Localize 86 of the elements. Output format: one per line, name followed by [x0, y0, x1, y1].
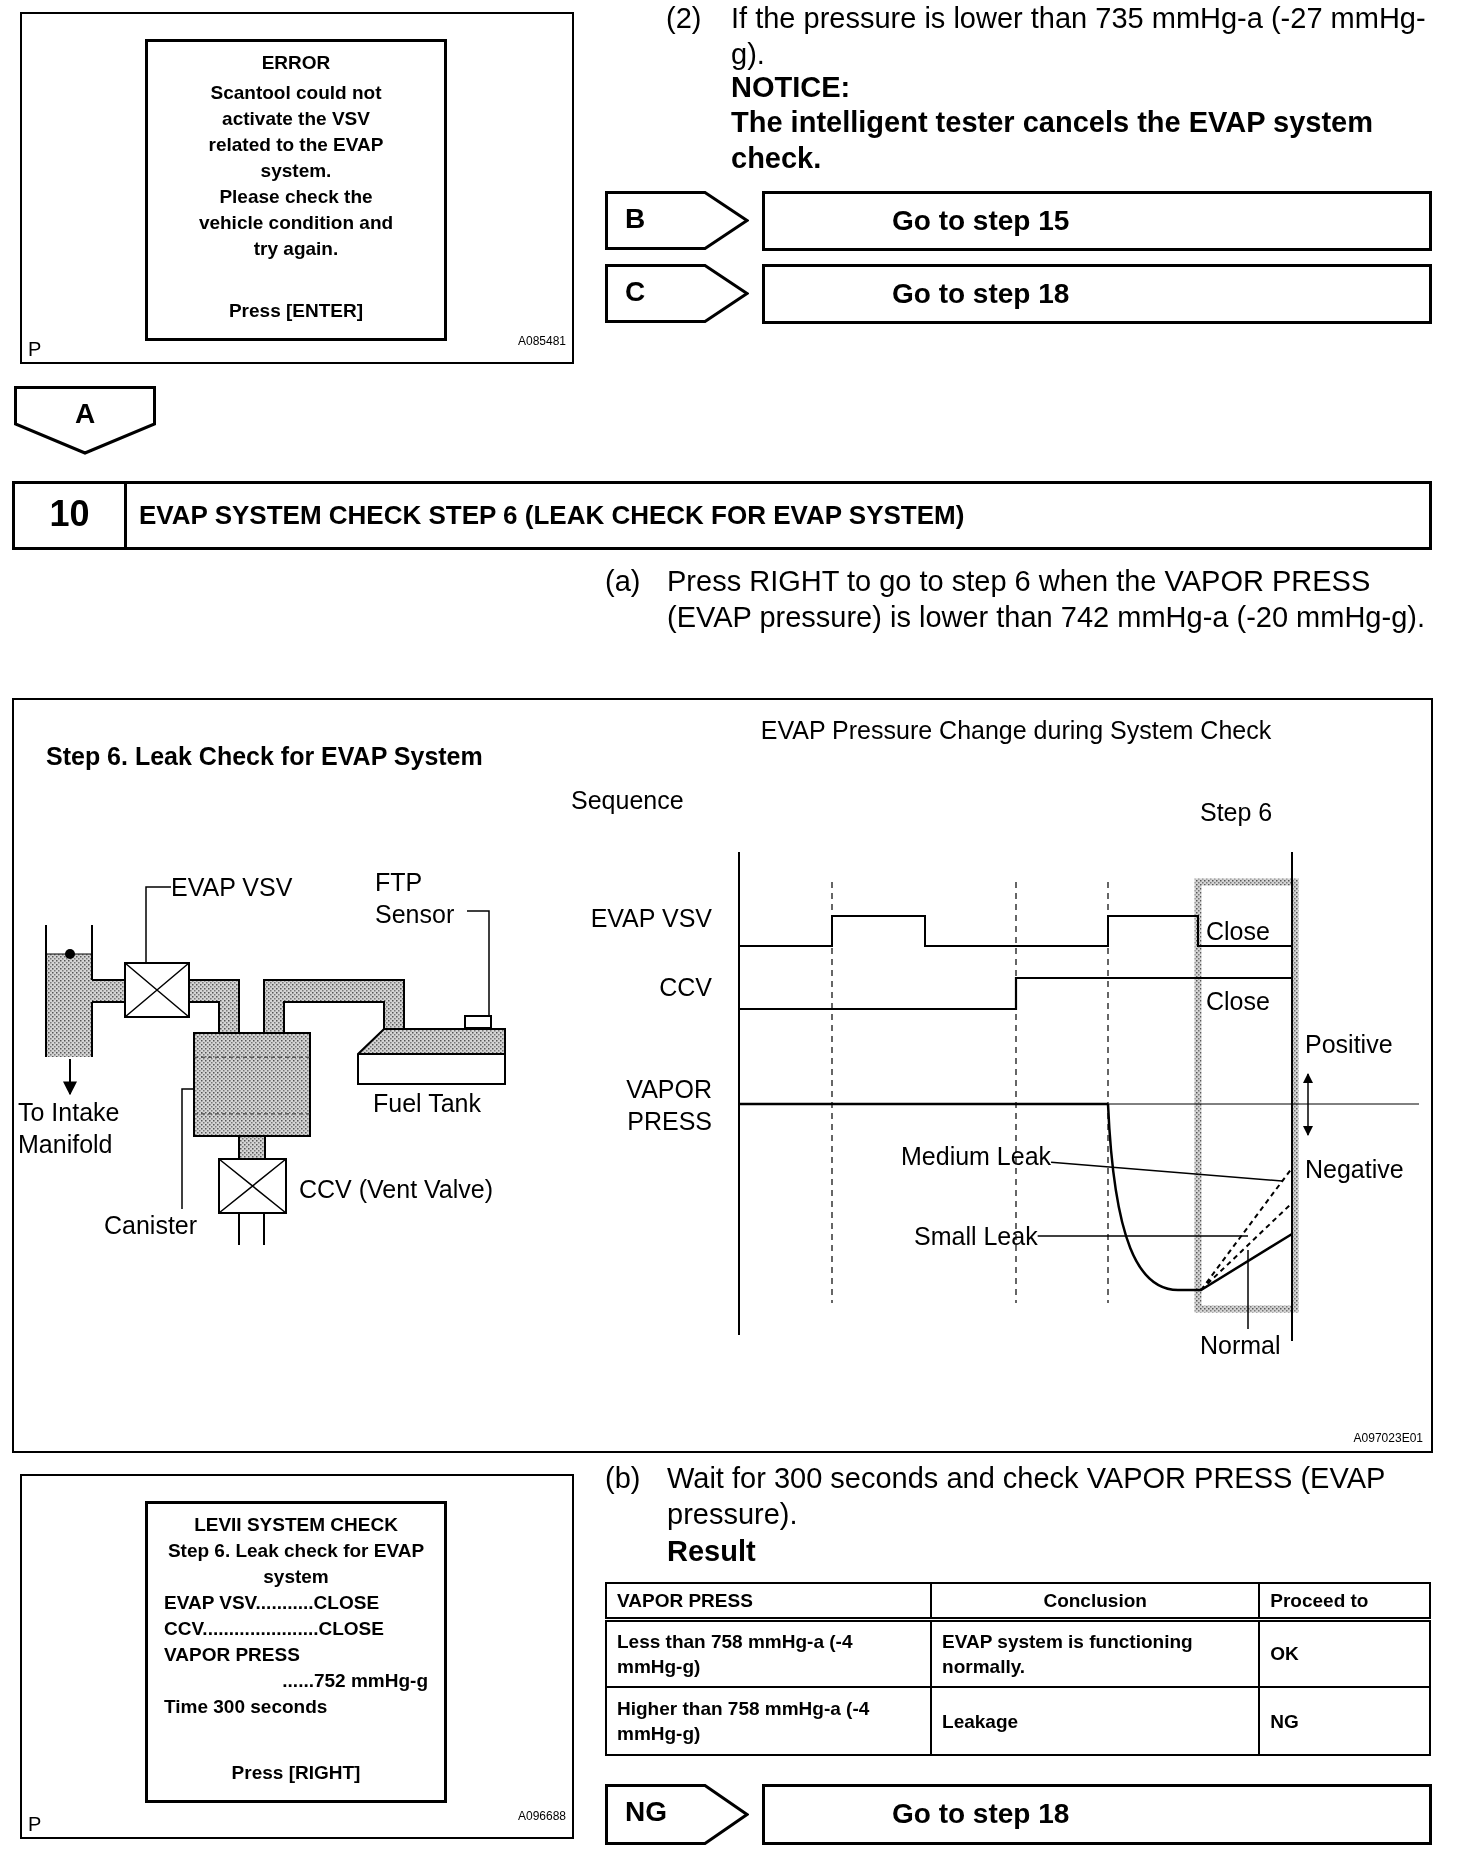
phase-label: Step 6 — [1200, 797, 1274, 828]
item-marker: (2) — [666, 1, 703, 36]
screen-text: CCV......................CLOSE — [164, 1617, 384, 1641]
step-link-text: Go to step 15 — [892, 204, 1070, 238]
tab-letter: B — [625, 202, 646, 236]
result-tab — [605, 1784, 749, 1845]
screen-text: Scantool could not activate the VSV related to the EVAP system. — [207, 81, 385, 183]
tab-letter: NG — [625, 1795, 667, 1829]
axis-label: Sequence — [571, 785, 685, 816]
column-header: Conclusion — [931, 1583, 1260, 1619]
direction-label: Positive — [1305, 1029, 1394, 1060]
sensor-symbol — [464, 1015, 492, 1029]
table-cell: OK — [1259, 1619, 1430, 1687]
column-header: VAPOR PRESS — [606, 1583, 932, 1619]
table-cell: Leakage — [931, 1687, 1260, 1755]
screen-text: VAPOR PRESS — [164, 1643, 300, 1667]
screen-text: Time 300 seconds — [164, 1695, 328, 1719]
part-label: Canister — [104, 1209, 198, 1241]
part-label: FTP Sensor — [375, 866, 467, 930]
table-cell: Less than 758 mmHg-a (-4 mmHg-g) — [606, 1619, 932, 1687]
step-link-box — [762, 1784, 1432, 1845]
result-tab — [605, 264, 749, 323]
curve-label: Normal — [1200, 1329, 1281, 1361]
result-heading: Result — [667, 1534, 757, 1569]
figure-code: A085481 — [517, 334, 566, 348]
part-label: EVAP VSV — [171, 871, 293, 903]
figure-mark: P — [28, 1813, 42, 1835]
screen-text: Press [RIGHT] — [231, 1761, 361, 1785]
figure-frame — [20, 1474, 574, 1839]
state-label: Close — [1206, 986, 1271, 1017]
step-link-box — [762, 191, 1432, 251]
table-cell: NG — [1259, 1687, 1430, 1755]
screen-text: EVAP VSV...........CLOSE — [164, 1591, 380, 1615]
chart-title: EVAP Pressure Change during System Check — [759, 715, 1273, 746]
table-cell: Higher than 758 mmHg-a (-4 mmHg-g) — [606, 1687, 932, 1755]
leader-line — [1036, 1235, 1249, 1237]
notice-heading: NOTICE: — [731, 70, 852, 105]
instruction-text: If the pressure is lower than 735 mmHg-a (-27 mmHg-g). — [731, 1, 1427, 72]
step-title: EVAP SYSTEM CHECK STEP 6 (LEAK CHECK FOR EVAP SYSTEM) — [139, 499, 965, 532]
step-header-bar — [12, 481, 1432, 550]
step-link-text: Go to step 18 — [892, 277, 1070, 311]
curve-label: Medium Leak — [901, 1140, 1052, 1172]
leader-line — [145, 886, 172, 963]
step-link-box — [762, 264, 1432, 324]
part-label: Fuel Tank — [373, 1088, 482, 1119]
step-number: 10 — [15, 484, 127, 547]
figure-frame — [12, 698, 1433, 1453]
tab-letter: C — [625, 275, 646, 309]
screen-text: LEVII SYSTEM CHECK — [194, 1513, 398, 1537]
figure-code: A096688 — [517, 1809, 566, 1823]
leader-line — [1050, 1161, 1283, 1182]
part-label: CCV (Vent Valve) — [299, 1174, 495, 1205]
step-link-text: Go to step 18 — [892, 1797, 1070, 1831]
notice-text: The intelligent tester cancels the EVAP system check. — [731, 105, 1374, 176]
leader-line — [1247, 1249, 1249, 1330]
part-label: To Intake Manifold — [18, 1097, 121, 1160]
curve-label: Small Leak — [914, 1220, 1038, 1252]
screen-text: ERROR — [261, 51, 331, 75]
result-tab — [605, 191, 749, 250]
item-marker: (a) — [605, 564, 642, 599]
signal-label: CCV — [658, 972, 712, 1003]
continue-tab — [14, 386, 156, 455]
item-marker: (b) — [605, 1461, 642, 1496]
leader-line — [466, 910, 490, 1016]
display-screen — [145, 39, 447, 341]
screen-text: Step 6. Leak check for EVAP system — [166, 1539, 426, 1589]
valve-symbol — [124, 962, 190, 1018]
figure-frame — [20, 12, 574, 364]
canister-drawing — [193, 1032, 311, 1137]
table-cell: EVAP system is functioning normally. — [931, 1619, 1260, 1687]
figure-code: A097023E01 — [1353, 1431, 1423, 1445]
direction-label: Negative — [1305, 1154, 1405, 1185]
instruction-text: Wait for 300 seconds and check VAPOR PRESS (EVAP pressure). — [667, 1461, 1386, 1532]
instruction-text: Press RIGHT to go to step 6 when the VAPOR PRESS (EVAP pressure) is lower than 742 mmHg-a (-20 mmHg-g). — [667, 564, 1426, 635]
signal-label: VAPOR PRESS — [625, 1074, 712, 1137]
tab-letter: A — [73, 397, 97, 431]
screen-text: Please check the vehicle condition and try again. — [197, 185, 395, 261]
column-header: Proceed to — [1259, 1583, 1430, 1619]
screen-text: ......752 mmHg-g — [282, 1669, 428, 1693]
figure-title: Step 6. Leak Check for EVAP System — [46, 741, 483, 772]
figure-mark: P — [28, 338, 42, 360]
leader-line — [181, 1088, 194, 1210]
display-screen — [145, 1501, 447, 1803]
signal-label: EVAP VSV — [589, 903, 712, 934]
screen-text: Press [ENTER] — [228, 299, 364, 323]
state-label: Close — [1206, 916, 1271, 947]
